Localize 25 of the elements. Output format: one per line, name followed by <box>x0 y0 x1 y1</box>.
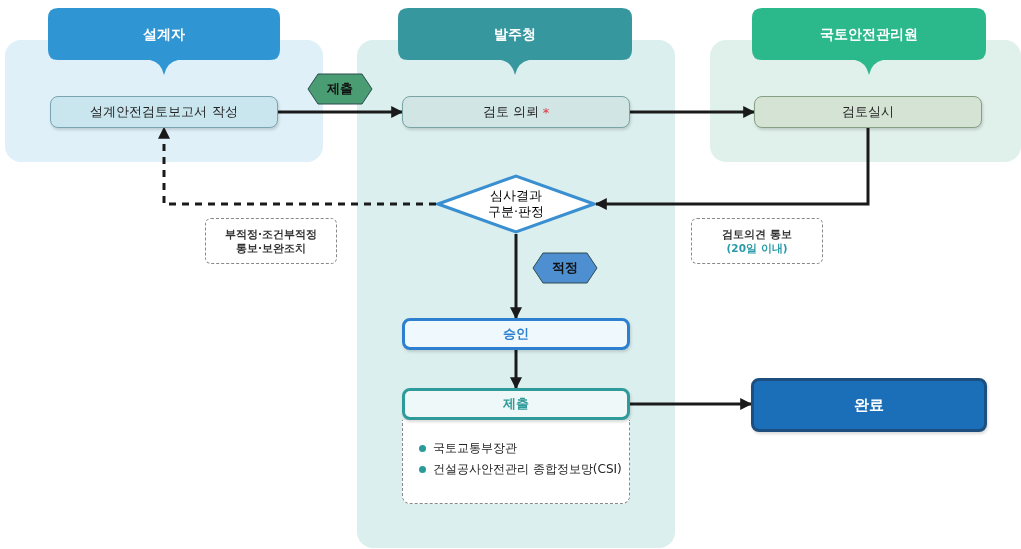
lane-header: 발주청 <box>398 8 632 75</box>
edge-label: 적정 <box>532 252 598 284</box>
arrow <box>594 128 870 210</box>
arrow <box>158 126 436 206</box>
process-box: 제출 <box>402 388 630 420</box>
process-box: 설계안전검토보고서 작성 <box>50 96 278 128</box>
process-box: 검토 의뢰 * <box>402 96 630 128</box>
arrow <box>630 106 756 118</box>
list-item: 국토교통부장관 <box>415 440 629 457</box>
edge-label: 제출 <box>307 73 373 105</box>
note-box <box>402 420 630 504</box>
note-text: 검토의견 통보 <box>721 226 793 241</box>
lane-header: 국토안전관리원 <box>752 8 986 75</box>
list-item: 건설공사안전관리 종합정보망(CSI) <box>415 461 629 478</box>
process-box: 완료 <box>751 378 987 432</box>
note-text: (20일 이내) <box>725 241 789 256</box>
process-box: 승인 <box>402 318 630 350</box>
lane-header: 설계자 <box>48 8 280 75</box>
note-text: 부적정·조건부적정 통보·보완조치 <box>224 226 318 256</box>
arrow <box>278 106 404 118</box>
process-box: 검토실시 <box>754 96 982 128</box>
decision-diamond: 심사결과 구분·판정 <box>436 174 596 234</box>
arrow <box>630 398 753 410</box>
arrow <box>510 350 522 390</box>
arrow <box>510 234 522 320</box>
